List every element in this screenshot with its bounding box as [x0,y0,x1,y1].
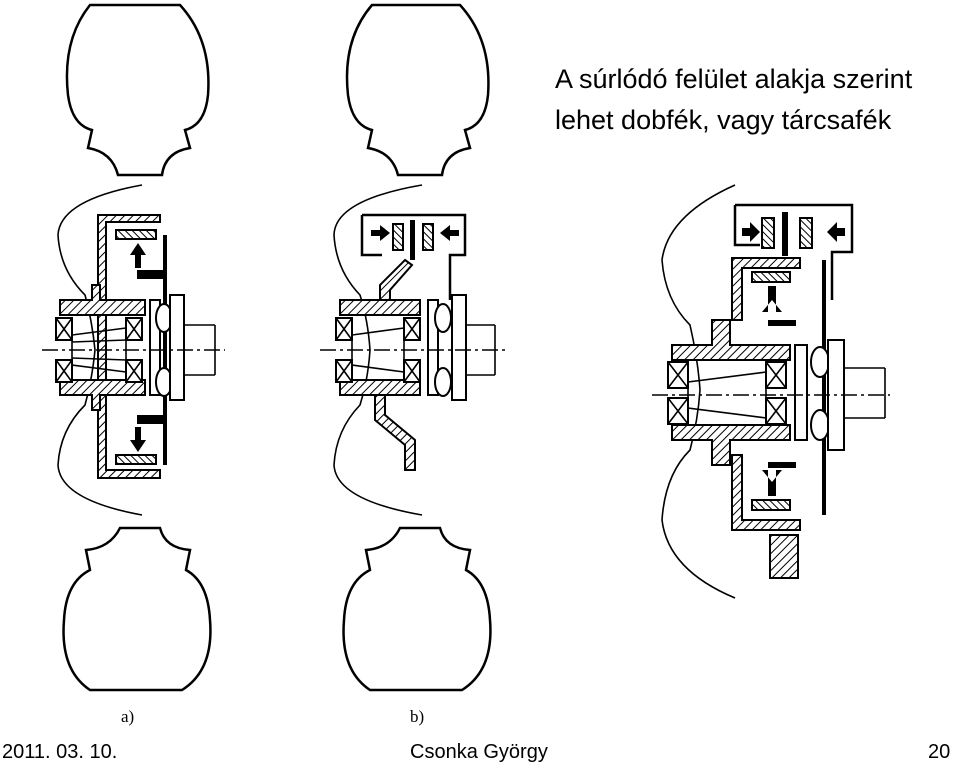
tire-bottom-a [62,526,212,692]
rim-profile-c [661,184,736,599]
tire-top-b [345,3,490,177]
figure-label-b: b) [410,707,425,726]
disc-brake-b [320,213,508,471]
drum-brake-a [42,214,225,479]
footer-date: 2011. 03. 10. [2,741,118,763]
footer-author: Csonka György [410,741,548,763]
combined-brake-c [652,203,890,579]
tire-top-a [65,3,210,177]
title-line-1: A súrlódó felület alakja szerint [555,64,913,94]
tire-bottom-b [342,526,492,692]
footer-page-number: 20 [928,741,951,763]
figure-label-a: a) [121,707,135,726]
title-line-2: lehet dobfék, vagy tárcsafék [555,105,892,135]
rim-profile-a [57,184,143,516]
